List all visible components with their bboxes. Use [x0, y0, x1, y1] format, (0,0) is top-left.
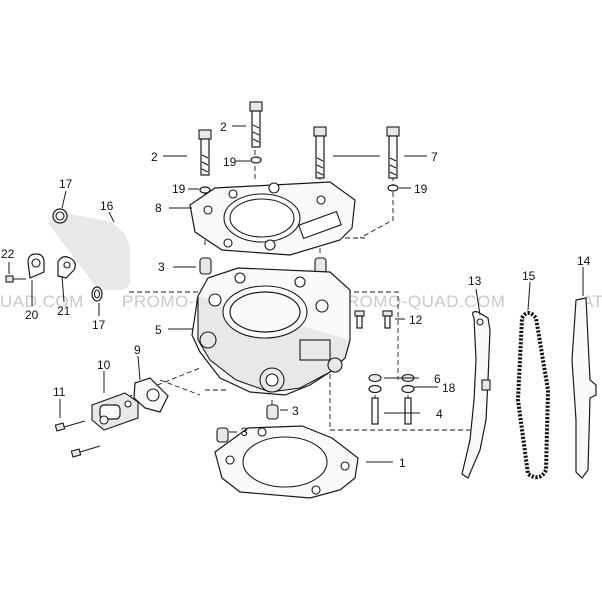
washer	[368, 384, 382, 394]
callout-number: 21	[57, 304, 71, 318]
timing-chain	[515, 311, 551, 480]
o-ring-center	[55, 211, 65, 221]
callout-number: 3	[292, 404, 299, 418]
callout-number: 22	[1, 247, 15, 261]
washer	[401, 384, 415, 394]
pipe-clamp	[27, 253, 45, 279]
callout-number: 17	[59, 177, 73, 191]
callout-number: 11	[53, 385, 66, 399]
chain-tensioner	[91, 392, 139, 431]
callout-number: 2	[151, 150, 158, 164]
pipe-clip	[57, 256, 76, 279]
cylinder-head	[191, 267, 351, 396]
callout-number: 3	[241, 425, 248, 439]
callout-number: 13	[468, 274, 482, 288]
callout-number: 19	[172, 182, 186, 196]
callout-number: 15	[522, 269, 536, 283]
tensioner-gasket	[133, 377, 169, 413]
callout-number: 7	[431, 150, 438, 164]
callout-number: 2	[220, 120, 227, 134]
watermark-text: UAD.COM	[0, 292, 84, 311]
callout-number: 4	[436, 407, 443, 421]
callout-number: 14	[577, 254, 591, 268]
callout-number: 20	[25, 308, 39, 322]
washer	[199, 186, 211, 194]
leader-lines	[8, 125, 584, 463]
callout-number: 12	[409, 313, 423, 327]
dowel-pin	[266, 404, 279, 420]
washer	[250, 156, 262, 164]
small-bolt	[354, 310, 365, 329]
dowel-pin	[199, 257, 212, 275]
callout-labels: 1 2 2 3 3 3 4 5 6 7 8 9 10 11 12 13 14 1…	[1, 120, 591, 470]
chain-guide-tab	[481, 379, 491, 391]
callout-number: 16	[100, 199, 114, 213]
base-gasket	[214, 425, 359, 499]
tensioner-bolt	[54, 420, 86, 432]
chain-guide	[461, 311, 491, 479]
stud	[371, 397, 379, 425]
cylinder-bolt	[249, 101, 263, 148]
washer	[387, 184, 399, 192]
callout-number: 3	[158, 260, 165, 274]
stud	[404, 397, 412, 425]
callout-number: 18	[442, 381, 456, 395]
callout-number: 8	[155, 201, 162, 215]
small-bolt	[382, 310, 393, 329]
callout-number: 19	[223, 155, 237, 169]
callout-number: 19	[414, 182, 428, 196]
o-ring-center	[93, 289, 101, 299]
callout-number: 1	[399, 456, 406, 470]
cylinder-bolt	[198, 129, 212, 176]
callout-number: 5	[155, 323, 162, 337]
watermark-text: PROMO-QUAD.COM	[335, 292, 505, 311]
callout-number: 9	[134, 343, 141, 357]
long-stud-bolt	[313, 126, 327, 179]
tensioner-blade	[571, 297, 597, 479]
nut	[368, 373, 382, 383]
dowel-pin	[216, 427, 229, 443]
clamp-screw	[5, 275, 26, 283]
long-stud-bolt	[386, 126, 400, 179]
callout-number: 10	[97, 358, 111, 372]
chain-guide-hole	[476, 318, 484, 326]
head-gasket	[189, 181, 356, 256]
tensioner-bolt	[70, 445, 101, 458]
callout-number: 17	[92, 318, 106, 332]
callout-number: 6	[434, 372, 441, 386]
